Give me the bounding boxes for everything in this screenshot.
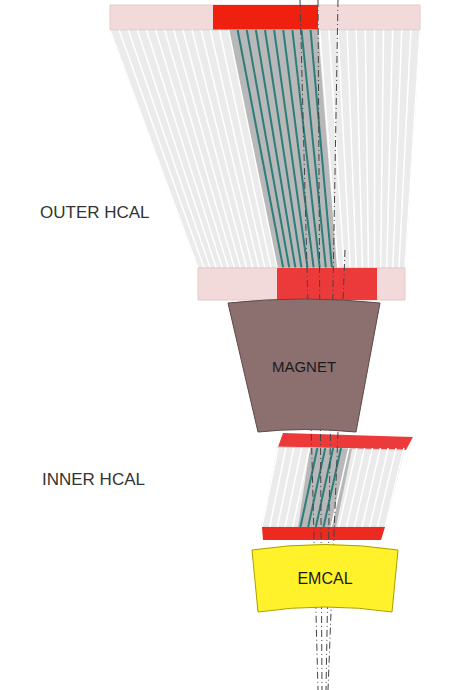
- node-outline-path: [252, 545, 398, 613]
- slab-stroke: [210, 30, 265, 268]
- slab-stroke: [262, 448, 278, 527]
- outer-hcal-body: [110, 30, 420, 268]
- slab-stroke: [356, 30, 362, 268]
- slab-stroke: [385, 448, 404, 527]
- slab-stroke: [331, 448, 349, 527]
- slab-stroke: [381, 30, 384, 268]
- outer-hcal-bottom-band: [198, 268, 405, 300]
- part-name: MAGNET: [270, 358, 338, 375]
- slab-stroke: [137, 30, 216, 268]
- outer-hcal-top-block: [213, 5, 318, 30]
- slab-stroke: [405, 30, 420, 268]
- inner-hcal-body: [262, 447, 404, 527]
- outer-hcal-bottom-block: [277, 268, 377, 300]
- slab-stroke: [270, 448, 286, 527]
- slab-stroke: [370, 448, 389, 527]
- slab-stroke: [285, 448, 302, 527]
- node-outline-path: [228, 299, 380, 432]
- slab-stroke: [256, 30, 296, 268]
- inner-hcal-bottom-band: [262, 527, 385, 540]
- slab-stroke: [374, 30, 376, 268]
- slab-stroke: [365, 30, 368, 268]
- inner-hcal-highlight: [298, 448, 352, 527]
- slab-stroke: [274, 30, 307, 268]
- slab-stroke: [165, 30, 235, 268]
- slab-stroke: [128, 30, 210, 268]
- emcal-shape: EMCAL: [252, 545, 398, 612]
- slab-stroke: [347, 448, 365, 527]
- part-name: EMCAL: [295, 570, 354, 588]
- magnet-shape: MAGNET: [228, 300, 380, 432]
- slab-stroke: [399, 30, 411, 268]
- slab-stroke: [300, 448, 317, 527]
- slab-stroke: [316, 448, 333, 527]
- slab-stroke: [329, 30, 344, 268]
- part-label: OUTER HCAL: [40, 203, 150, 223]
- outer-hcal-slabs: [110, 30, 420, 268]
- slab-stroke: [201, 30, 259, 268]
- slab-stroke: [283, 30, 313, 268]
- slab-stroke: [320, 30, 338, 268]
- slab-stroke: [347, 30, 356, 268]
- slab-stroke: [277, 448, 293, 527]
- slab-stroke: [377, 448, 396, 527]
- outer-hcal-top-band: [110, 5, 420, 30]
- slab-stroke: [354, 448, 372, 527]
- slab-stroke: [293, 448, 310, 527]
- slab-stroke: [362, 448, 380, 527]
- slab-stroke: [387, 30, 393, 268]
- part-label: INNER HCAL: [42, 470, 145, 490]
- slab-stroke: [308, 448, 325, 527]
- slab-stroke: [339, 448, 357, 527]
- slab-stroke: [324, 448, 342, 527]
- inner-hcal-slabs: [262, 448, 404, 527]
